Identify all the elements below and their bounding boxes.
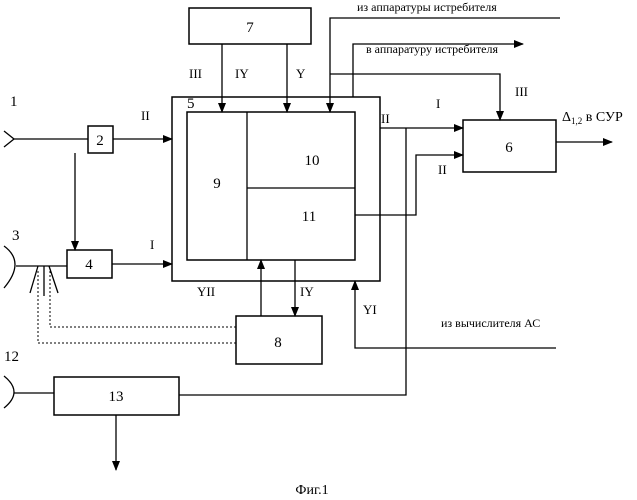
block-inner (187, 112, 355, 260)
signal-i-block6: I (436, 96, 440, 111)
block-4-label: 4 (85, 257, 93, 273)
figure-caption: Фиг.1 (295, 483, 328, 498)
output-label: Δ1,2 в СУР (562, 110, 623, 126)
block-10-label: 10 (305, 153, 320, 169)
signal-iy-block8: IY (300, 284, 314, 299)
block-2-label: 2 (96, 133, 104, 149)
block-5-label: 5 (187, 96, 195, 112)
antenna-1-icon (4, 131, 14, 147)
signal-iii-block7: III (189, 66, 202, 81)
block-11-label: 11 (302, 209, 316, 225)
block-13-label: 13 (109, 389, 124, 405)
signal-yi: YI (363, 302, 377, 317)
antenna-1-label: 1 (10, 94, 18, 110)
note-from-computer: из вычислителя АС (441, 316, 540, 330)
antenna-3-icon (4, 246, 15, 288)
signal-ii-input: II (141, 108, 150, 123)
antenna-12-icon (4, 376, 14, 408)
block-7-label: 7 (246, 20, 254, 36)
signal-i-block4: I (150, 237, 154, 252)
signal-ii-block6: II (438, 162, 447, 177)
note-from-fighter: из аппаратуры истребителя (357, 0, 497, 14)
signal-y-block7: Y (296, 66, 306, 81)
signal-iy-block7: IY (235, 66, 249, 81)
signal-yii: YII (197, 284, 215, 299)
antenna-3-label: 3 (12, 228, 20, 244)
block-6-label: 6 (505, 140, 513, 156)
signal-iii-block6: III (515, 84, 528, 99)
signal-ii-output5: II (381, 111, 390, 126)
antenna-12-label: 12 (4, 349, 19, 365)
note-to-fighter: в аппаратуру истребителя (366, 42, 498, 56)
block-9-label: 9 (213, 176, 221, 192)
block-8-label: 8 (274, 335, 282, 351)
